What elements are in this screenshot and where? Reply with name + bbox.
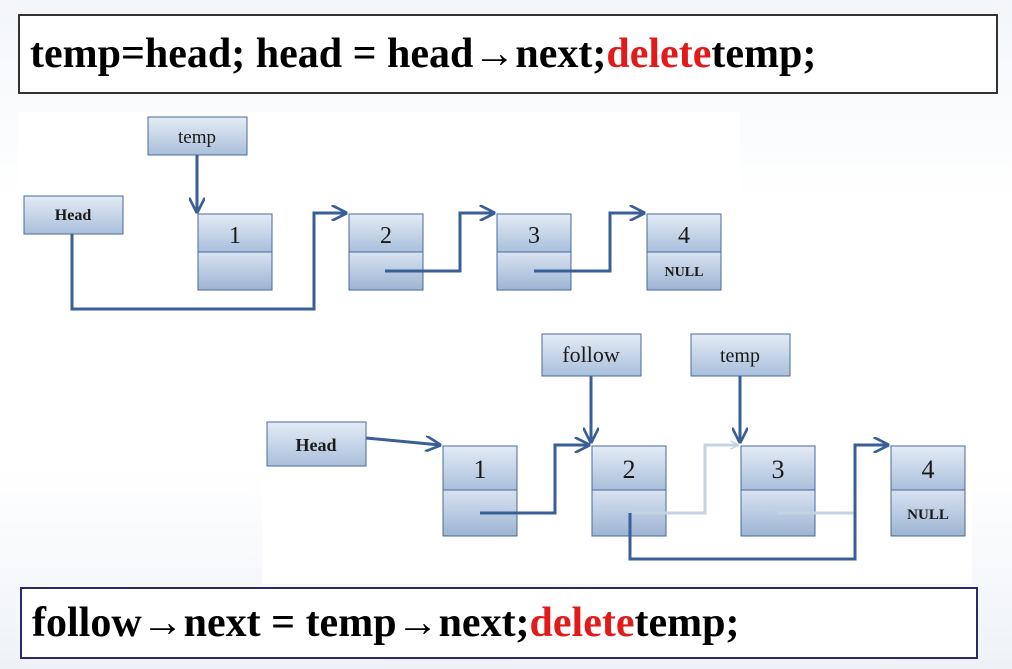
d2-link-1-2: [480, 445, 589, 515]
bottom-code-part4: temp;: [634, 600, 740, 646]
arrow-icon: →: [141, 600, 184, 646]
top-code-part3: temp;: [711, 31, 817, 77]
d1-link-2-3: [385, 213, 494, 273]
d2-node-1: 1: [442, 445, 518, 537]
bottom-code-part3: next;: [438, 600, 530, 646]
bottom-code-line: follow→next = temp→next; delete temp;: [20, 587, 978, 659]
d2-node-1-value: 1: [474, 455, 487, 484]
d2-head-arrow: [365, 438, 440, 445]
d1-node-4: 4 NULL: [646, 213, 722, 291]
arrow-icon: →: [473, 31, 516, 77]
d1-node-1-value: 1: [229, 223, 241, 249]
arrow-icon: →: [396, 600, 439, 646]
d1-head-arrow: [70, 213, 346, 311]
d2-head-label: Head: [295, 435, 336, 455]
d1-node-3-value: 3: [528, 223, 540, 249]
d1-temp-pointer: temp: [147, 116, 248, 156]
bottom-code-part1: follow: [32, 600, 142, 646]
delete-keyword: delete: [529, 600, 635, 646]
top-code-part2: next;: [515, 31, 607, 77]
d2-node-4-value: 4: [922, 455, 935, 484]
top-code-line: temp=head; head = head→next; delete temp…: [18, 14, 998, 94]
d1-head-pointer: Head: [23, 195, 124, 235]
d1-node-2-value: 2: [380, 223, 392, 249]
d2-follow-label: follow: [562, 342, 620, 367]
d2-head-pointer: Head: [266, 421, 367, 467]
d2-temp-label: temp: [720, 345, 760, 367]
d2-link-2-4: [628, 445, 888, 561]
d1-head-label: Head: [55, 207, 92, 224]
d2-node-4: 4 NULL: [890, 445, 966, 537]
top-code-part1: temp=head; head = head: [30, 31, 474, 77]
d1-node-3: 3: [496, 213, 572, 291]
d2-temp-pointer: temp: [690, 333, 791, 377]
bottom-code-part2: next = temp: [183, 600, 397, 646]
d1-node-4-value: 4: [678, 223, 690, 249]
d2-faded-link-2-3: [632, 445, 738, 515]
d2-node-2-value: 2: [623, 455, 636, 484]
d1-temp-label: temp: [178, 127, 216, 148]
d2-follow-pointer: follow: [541, 333, 642, 377]
d1-node-1: 1: [197, 213, 273, 291]
d1-null-label: NULL: [665, 265, 704, 280]
d2-node-3: 3: [740, 445, 816, 537]
d1-node-2: 2: [348, 213, 424, 291]
d2-node-3-value: 3: [772, 455, 785, 484]
d1-link-3-4: [534, 213, 644, 273]
d2-null-label: NULL: [907, 507, 949, 523]
delete-keyword: delete: [606, 31, 712, 77]
